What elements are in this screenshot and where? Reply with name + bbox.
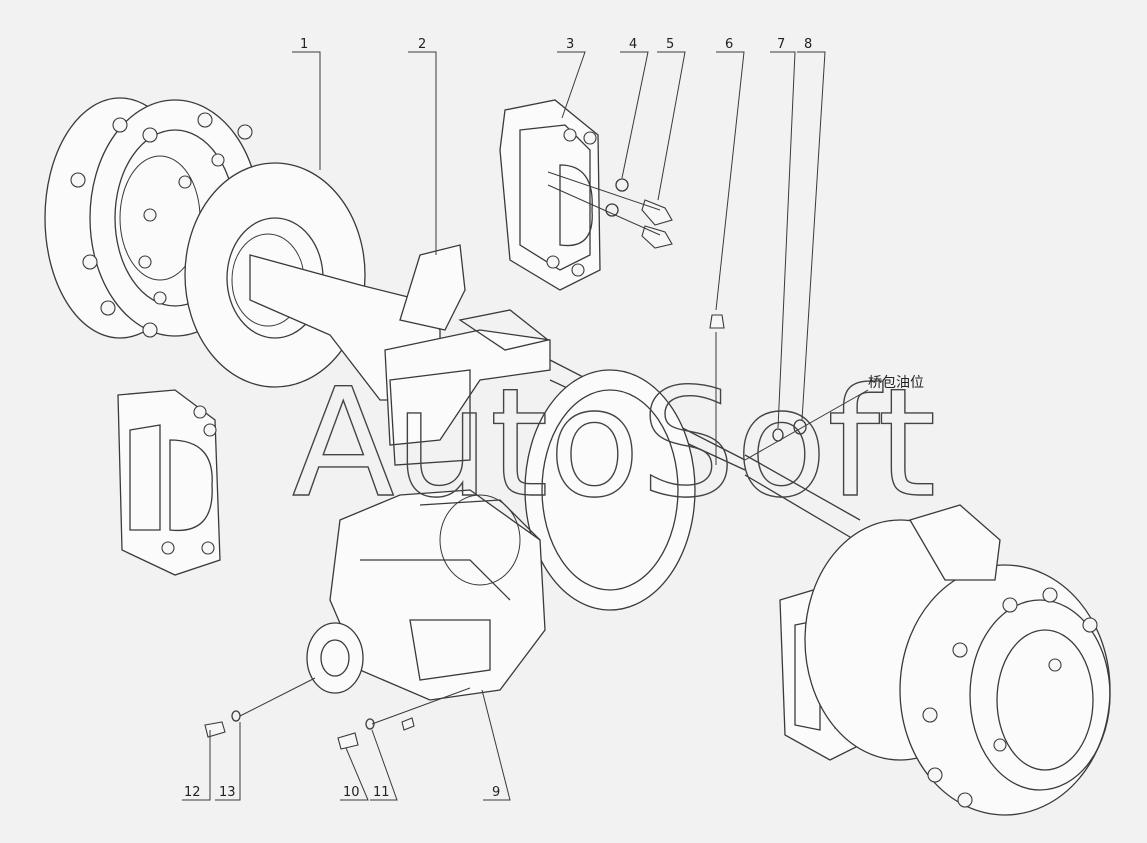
callout-11: 11 [373, 785, 390, 800]
callout-5: 5 [666, 37, 674, 52]
breather-plug [709, 314, 725, 329]
leader-lines [182, 51, 869, 801]
hub-bolts [70, 112, 253, 338]
callout-2: 2 [418, 37, 426, 52]
lower-bolts [204, 710, 415, 750]
callout-1: 1 [300, 37, 308, 52]
axle-housing [249, 244, 861, 541]
callout-10: 10 [343, 785, 360, 800]
callout-8: 8 [804, 37, 812, 52]
right-hub-bolts [922, 587, 1098, 808]
oil-level-note: 桥包油位 [868, 375, 924, 391]
caliper-fasteners [547, 171, 673, 249]
brake-caliper-left [117, 389, 221, 576]
callout-12: 12 [184, 785, 201, 800]
brake-caliper-top [499, 99, 601, 291]
callout-9: 9 [492, 785, 500, 800]
callout-labels: 1 2 3 4 5 6 7 8 9 10 11 12 13 [184, 37, 812, 800]
right-wheel-hub [804, 504, 1111, 816]
callout-3: 3 [566, 37, 574, 52]
differential-assembly [306, 489, 546, 701]
watermark-text: AutoSoft [292, 357, 936, 531]
callout-7: 7 [777, 37, 785, 52]
callout-13: 13 [219, 785, 236, 800]
callout-4: 4 [629, 37, 637, 52]
callout-6: 6 [725, 37, 733, 52]
carrier-flange [524, 369, 696, 611]
